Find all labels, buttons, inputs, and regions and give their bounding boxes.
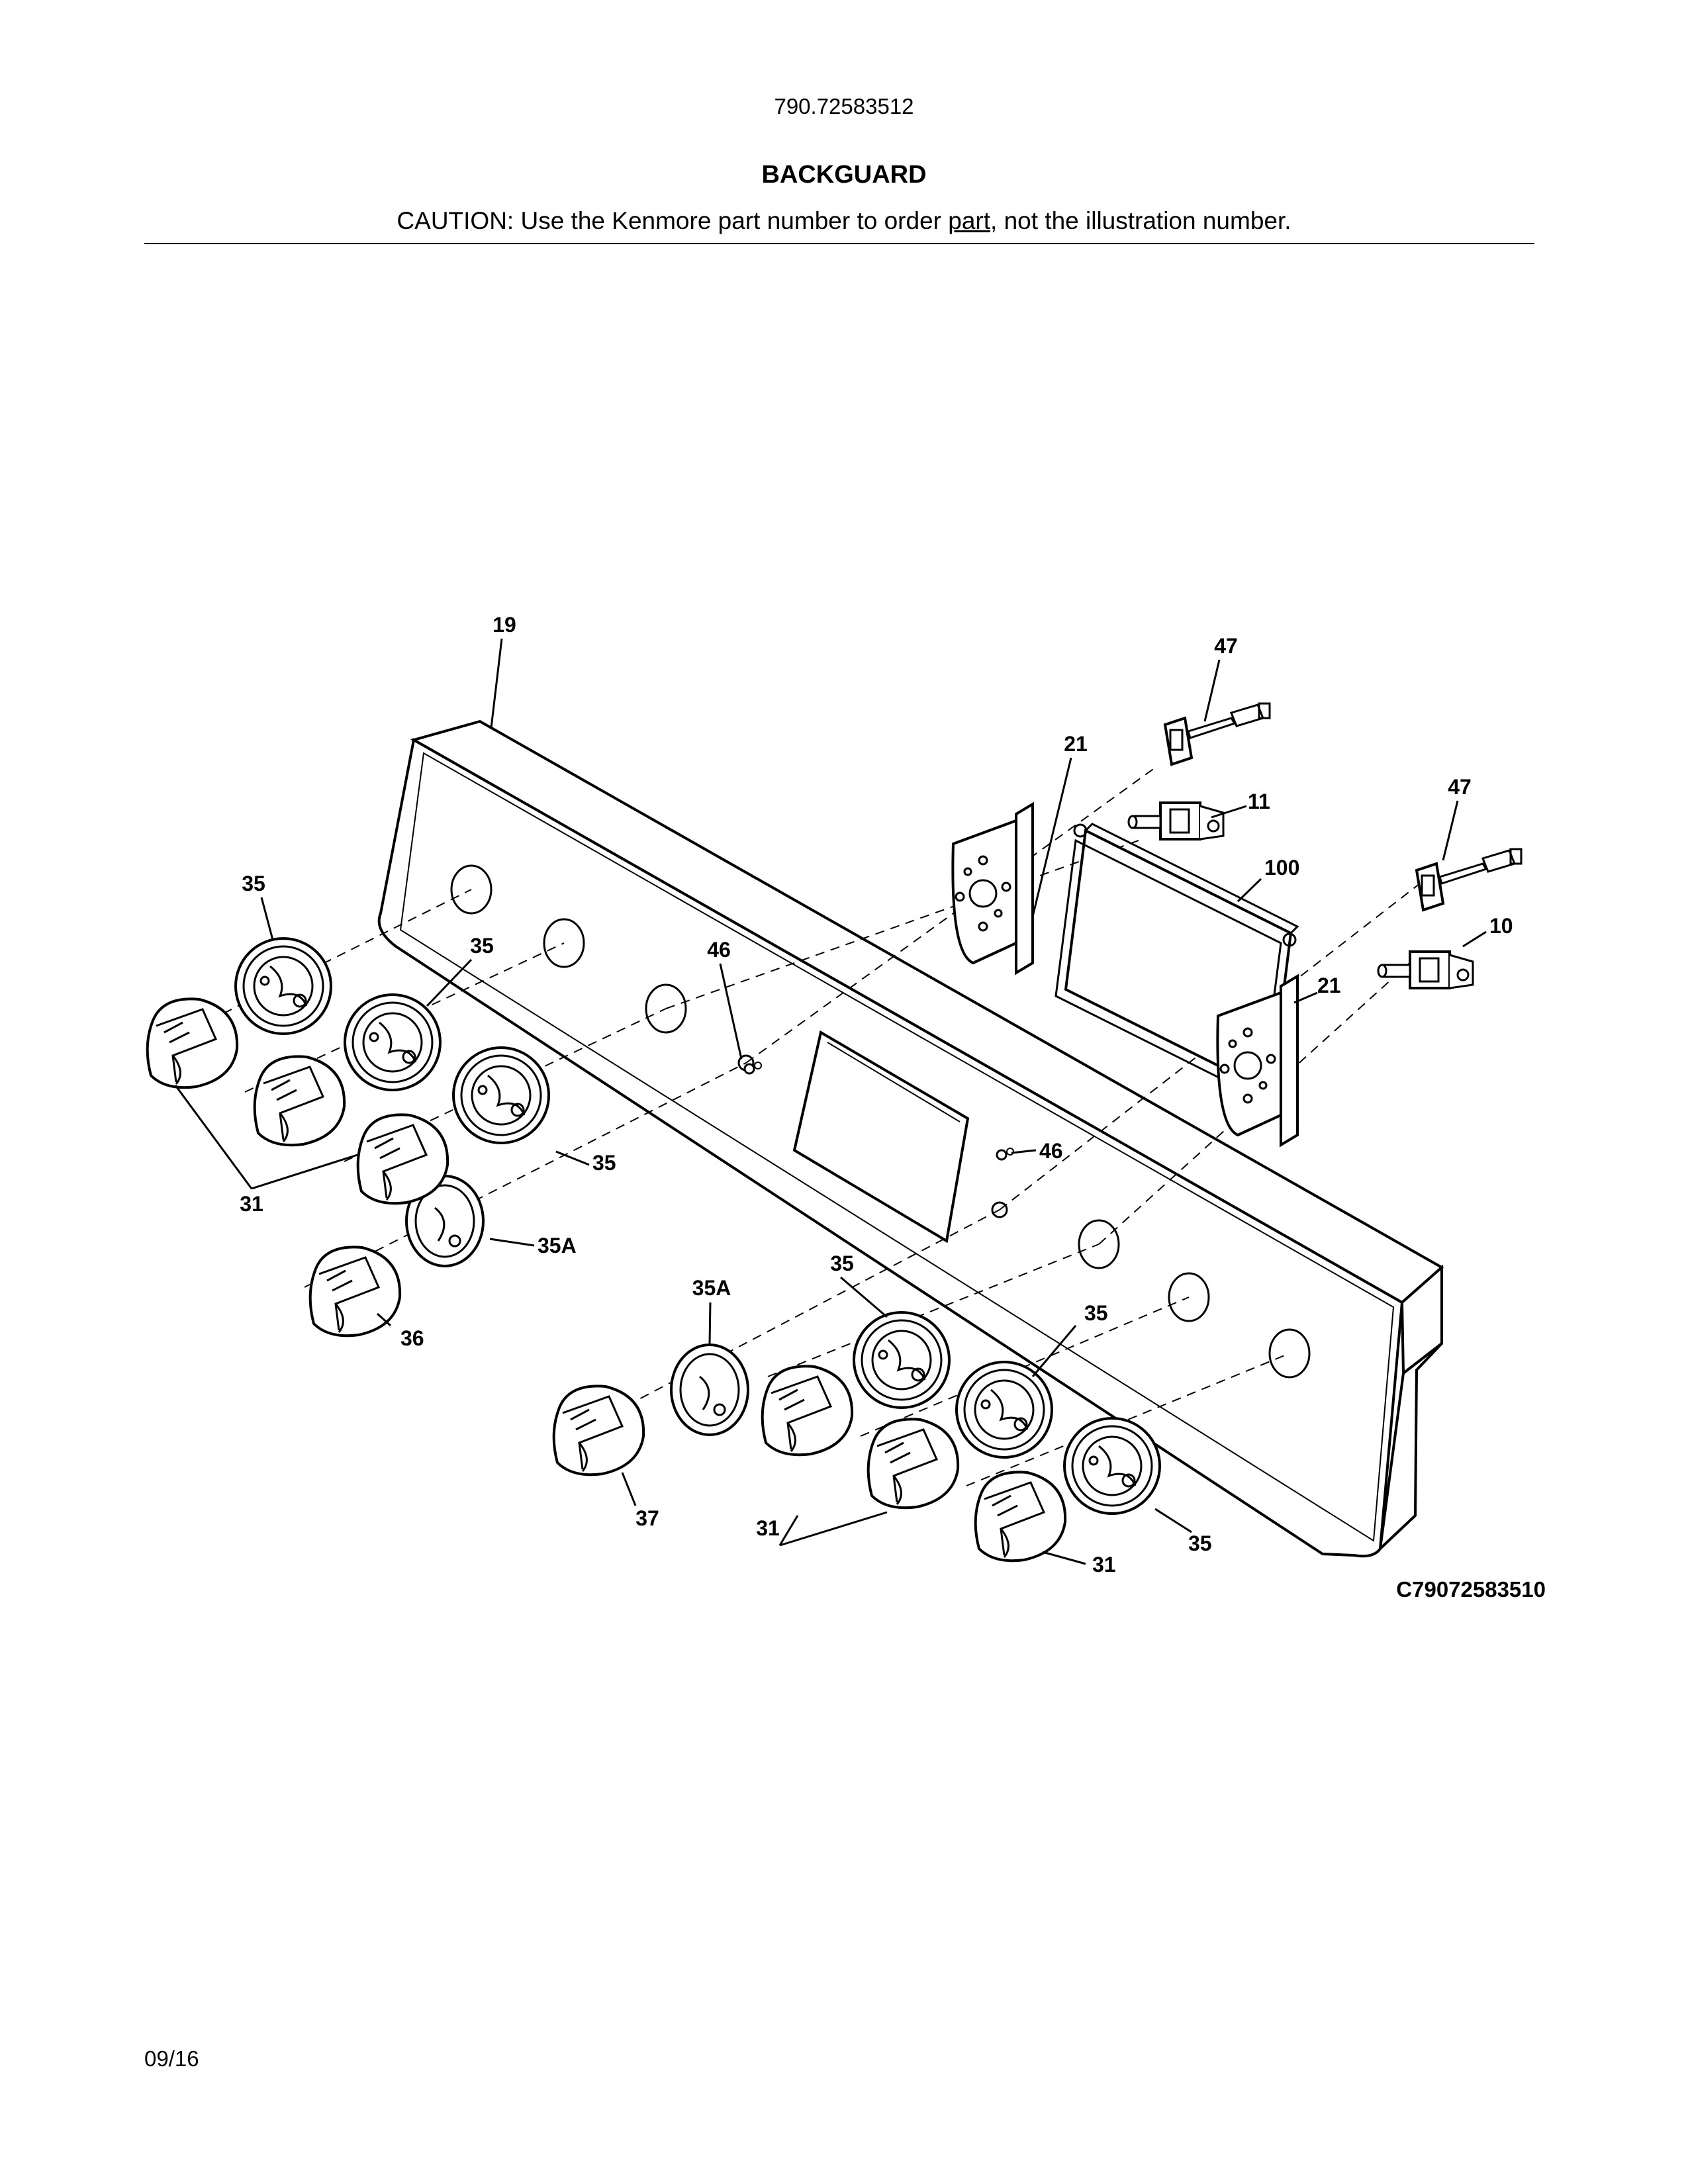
- callout-21-b: 21: [1317, 974, 1341, 997]
- callout-35-e: 35: [1084, 1301, 1108, 1325]
- small-part-46-a: [743, 1062, 762, 1075]
- callout-19: 19: [492, 613, 516, 637]
- bezel-35-f: [1063, 1417, 1161, 1515]
- callout-37: 37: [635, 1506, 659, 1530]
- callout-35A-a: 35A: [538, 1234, 577, 1257]
- callout-31-b: 31: [756, 1516, 780, 1540]
- callout-47-a: 47: [1214, 634, 1238, 658]
- small-part-46-b: [996, 1148, 1014, 1161]
- callout-10: 10: [1489, 914, 1513, 938]
- bezel-35-b: [344, 993, 442, 1091]
- callout-35-f: 35: [1188, 1531, 1212, 1555]
- header-rule: [144, 243, 1534, 244]
- bezel-35-c: [452, 1046, 550, 1144]
- knob-31-f: [974, 1471, 1067, 1563]
- revision-date: 09/16: [144, 2046, 199, 2071]
- callout-labels: 19 47 21 11 100 47 10 21 46 46 35 35 35 …: [240, 613, 1513, 1576]
- caution-underlined-word: part: [948, 207, 991, 234]
- callout-100: 100: [1264, 856, 1299, 880]
- bezel-35-a: [234, 937, 332, 1035]
- ring-35A-b: [670, 1343, 749, 1436]
- knob-31-d: [761, 1365, 854, 1457]
- callout-46-a: 46: [707, 938, 731, 962]
- callout-35-b: 35: [470, 934, 494, 958]
- knob-31-c: [356, 1113, 449, 1205]
- figure-code: C79072583510: [1396, 1577, 1546, 1602]
- section-title: BACKGUARD: [761, 161, 927, 189]
- valve-10: [1377, 950, 1474, 989]
- knob-37: [552, 1385, 645, 1477]
- callout-35-d: 35: [830, 1251, 854, 1275]
- caution-suffix: , not the illustration number.: [990, 207, 1291, 234]
- callout-35A-b: 35A: [692, 1276, 731, 1300]
- knob-31-a: [146, 997, 239, 1089]
- caution-note: CAUTION: Use the Kenmore part number to …: [0, 207, 1688, 235]
- bracket-21-a: [951, 803, 1034, 974]
- knob-31-e: [867, 1418, 960, 1510]
- leader-lines: [174, 638, 1487, 1565]
- callout-11: 11: [1248, 790, 1270, 813]
- knob-31-b: [253, 1055, 346, 1147]
- valve-11: [1127, 801, 1225, 841]
- callout-31-a: 31: [240, 1192, 263, 1216]
- bezel-35-e: [955, 1361, 1053, 1459]
- caution-prefix: CAUTION: Use the Kenmore part number to …: [397, 207, 949, 234]
- callout-31-c: 31: [1092, 1553, 1116, 1576]
- bezel-35-d: [853, 1311, 951, 1409]
- callout-35-c: 35: [592, 1151, 616, 1175]
- callout-35-a: 35: [242, 872, 265, 895]
- backguard-panel: [377, 719, 1444, 1558]
- switch-47-a: [1164, 702, 1271, 766]
- callout-21-a: 21: [1064, 732, 1088, 756]
- callout-46-b: 46: [1039, 1139, 1063, 1163]
- switch-47-b: [1415, 848, 1523, 911]
- model-number: 790.72583512: [774, 94, 914, 118]
- callout-36: 36: [400, 1326, 424, 1350]
- callout-47-b: 47: [1448, 775, 1472, 799]
